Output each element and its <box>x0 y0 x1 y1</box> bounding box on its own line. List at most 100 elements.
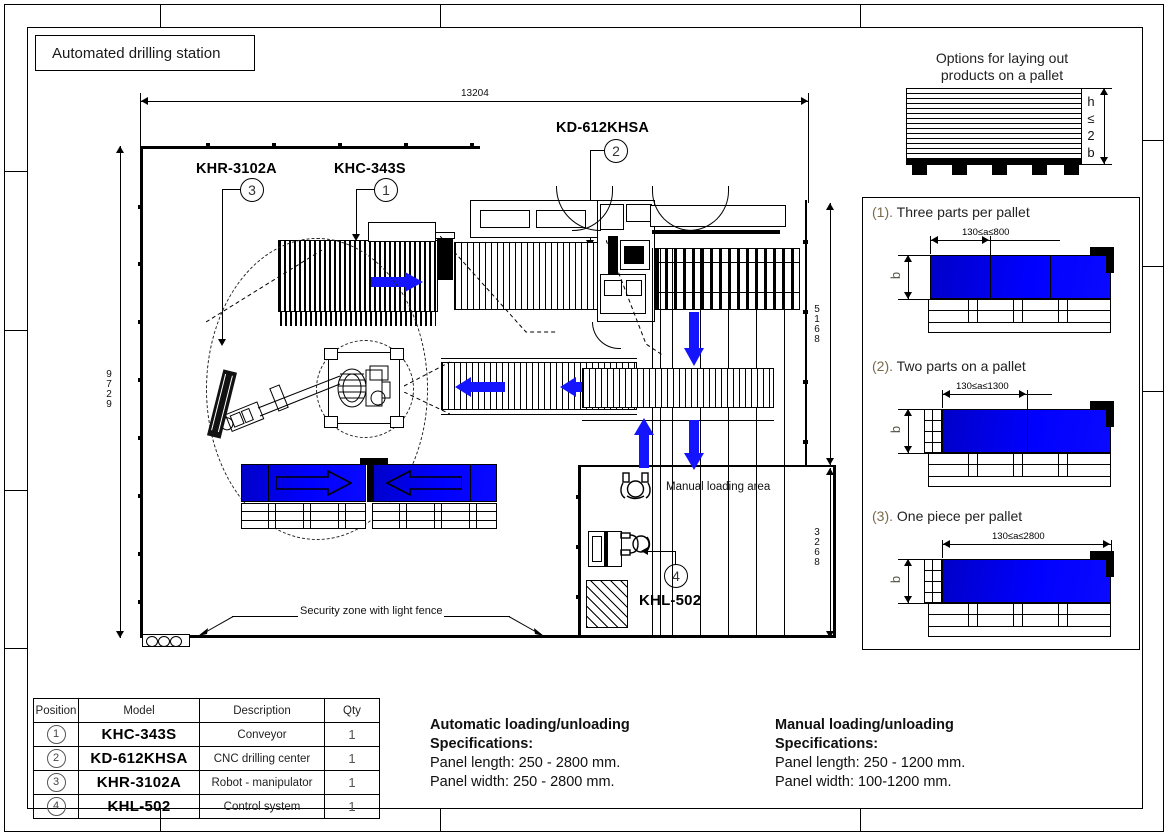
pallet-plan-right-div1 <box>470 465 471 502</box>
pallet-option-2-dim: 130≤a≤1300 <box>956 381 1009 392</box>
zone-tick-bottom-2 <box>440 809 441 832</box>
fence-left <box>140 146 143 638</box>
pallet-option-2-parts <box>942 409 1111 453</box>
manual-loading-area-label: Manual loading area <box>666 481 771 493</box>
robot-anchor-tl <box>324 348 338 360</box>
pallet-option-3-side-label: b <box>888 575 904 584</box>
cnc-spindle <box>624 246 644 264</box>
opt2-dim-line <box>942 394 1052 395</box>
zone-tick-right-1 <box>1143 140 1164 141</box>
opt1-dim-arrow-l <box>931 236 938 244</box>
pallet-option-1-side-label: b <box>888 271 904 280</box>
parts-row-3-model: KHL-502 <box>78 794 200 819</box>
pallet-plan-stop <box>360 458 388 465</box>
fence-post <box>803 310 808 314</box>
pallet-option-1-parts <box>930 255 1111 299</box>
opt2-pallet-slat <box>928 476 1111 477</box>
opt2-h-ext-top <box>898 409 942 410</box>
fence-post <box>576 545 581 549</box>
pallet-plan-arrow-left <box>385 469 463 497</box>
dim-arrow-cell-top <box>826 203 834 210</box>
fence-post <box>272 143 276 147</box>
pallet-height-ext-top <box>1082 88 1112 89</box>
robot-anchor-tr <box>390 348 404 360</box>
opt2-part-div-1 <box>1027 410 1028 453</box>
opt3-pallet-stringer <box>1013 603 1014 626</box>
pallet-stringer <box>310 503 311 529</box>
zone-tick-bottom-1 <box>160 809 161 832</box>
pallet-option-1-label: Three parts per pallet <box>896 204 1030 220</box>
cnc-clamp-b <box>626 280 642 296</box>
zone-tick-left-2 <box>4 330 27 331</box>
pallet-stack-deck <box>906 160 1082 165</box>
fence-post <box>138 205 143 209</box>
zone-tick-top-3 <box>860 4 861 27</box>
callout-label-khr3102a: KHR-3102A <box>196 161 277 177</box>
opt3-dim-ext-l <box>942 540 943 558</box>
robot-anchor-br <box>390 416 404 428</box>
opt1-dim-line <box>930 240 1060 241</box>
zone-tick-top-2 <box>440 4 441 27</box>
pallet-stringer <box>434 503 435 529</box>
opt2-brick-line <box>924 442 942 443</box>
pallet-option-3-dim: 130≤a≤2800 <box>992 531 1045 542</box>
opt1-h-ext-top <box>898 255 930 256</box>
conveyor-return-rail-top <box>441 358 637 359</box>
callout-label-kd612khsa: KD-612KHSA <box>556 120 650 136</box>
pallet-option-1-base <box>928 299 1111 333</box>
pallet-height-arrow-top <box>1100 88 1108 95</box>
manual-spec-heading1: Manual loading/unloading <box>775 717 954 733</box>
cnc-clamp-a <box>604 280 622 296</box>
fence-mid-vertical <box>578 465 581 638</box>
conveyor-control-panel-a <box>368 222 436 242</box>
callout-label-khl502: KHL-502 <box>639 592 702 609</box>
fence-top-left <box>140 146 480 149</box>
opt3-dim-line <box>942 544 1112 545</box>
opt2-pallet-stringer <box>1058 453 1059 476</box>
zone-tick-bottom-3 <box>860 809 861 832</box>
opt1-pallet-slat <box>928 310 1111 311</box>
parts-table-header-position: Position <box>33 698 79 723</box>
table-row: 3 KHR-3102A Robot - manipulator 1 <box>33 770 380 795</box>
zone-tick-left-3 <box>4 490 27 491</box>
parts-row-0-position: 1 <box>33 722 79 747</box>
pallet-height-arrow-bottom <box>1100 157 1108 164</box>
fence-post <box>206 143 210 147</box>
zone-tick-right-3 <box>1143 391 1164 392</box>
robot-anchor-bl <box>324 416 338 428</box>
opt3-h-arrow-bot <box>904 596 912 603</box>
detail-leader-lower <box>403 391 451 418</box>
callout-leader-khr-h <box>222 189 241 190</box>
parts-row-3-position: 4 <box>33 794 79 819</box>
opt2-h-dim-line <box>908 409 909 453</box>
opt2-dim-ext-r <box>1027 390 1028 412</box>
opt3-pallet-stringer <box>1067 603 1068 626</box>
robot-body-detail <box>336 362 392 414</box>
opt1-h-ext-bot <box>898 299 930 300</box>
pallet-stringer <box>275 503 276 529</box>
opt2-pallet-stringer <box>1022 453 1023 476</box>
drill-bank-grid <box>655 248 800 310</box>
cnc-sub-b <box>626 204 652 222</box>
pallet-height-rule: h ≤ 2 b <box>1087 94 1095 160</box>
opt3-h-arrow-top <box>904 559 912 566</box>
table-row: 4 KHL-502 Control system 1 <box>33 794 380 819</box>
opt1-h-arrow-bot <box>904 292 912 299</box>
callout-leader-khc <box>356 190 357 235</box>
pallet-stringer <box>338 503 339 529</box>
pallet-options-heading-line2: products on a pallet <box>940 67 1064 83</box>
automatic-spec-heading1: Automatic loading/unloading <box>430 717 630 733</box>
pallet-option-2-title: (2). Two parts on a pallet <box>872 358 1026 374</box>
pallet-stringer <box>303 503 304 529</box>
pallet-option-3-base <box>928 603 1111 637</box>
parts-row-1-description: CNC drilling center <box>199 746 325 771</box>
flow-arrow-down-a <box>684 312 704 371</box>
opt3-h-ext-bot <box>898 603 942 604</box>
callout-arrow-khc <box>352 234 360 241</box>
opt3-pallet-slat <box>928 614 1111 615</box>
robot-arm <box>214 370 344 438</box>
fence-post <box>803 240 808 244</box>
pallet-stringer <box>268 503 269 529</box>
callout-leader-khl-h <box>648 551 676 552</box>
transfer-track-6 <box>756 248 757 638</box>
